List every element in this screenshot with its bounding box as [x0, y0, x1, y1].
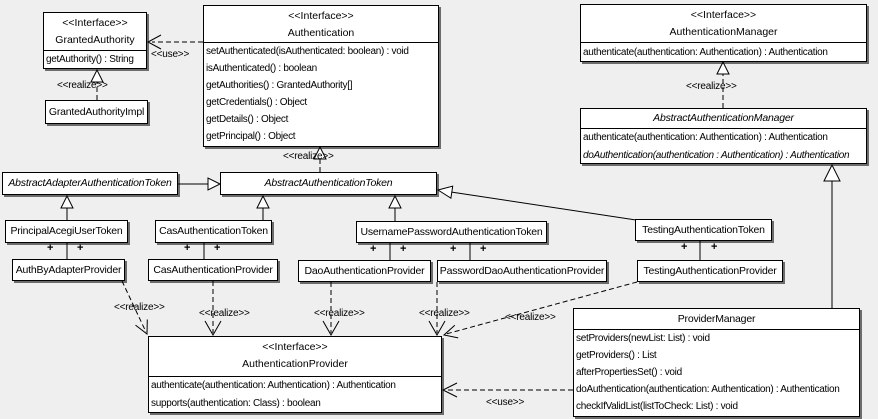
class-name: PrincipalAcegiUserToken — [10, 225, 123, 237]
class-testing-authentication-provider[interactable]: TestingAuthenticationProvider — [637, 260, 783, 282]
realize-label: <<realize>> — [686, 81, 737, 92]
class-principal-acegi-user-token[interactable]: PrincipalAcegiUserToken — [5, 220, 128, 243]
realize-arrow-abstractauthenticationmanager-to-authenticationmanager — [716, 60, 730, 108]
generalization-casauthenticationtoken — [256, 194, 270, 220]
method-label: getProviders() : List — [576, 350, 657, 361]
realize-arrow-daoauthenticationprovider — [322, 282, 340, 337]
class-auth-by-adapter-provider[interactable]: AuthByAdapterProvider — [12, 259, 125, 281]
class-dao-authentication-provider[interactable]: DaoAuthenticationProvider — [298, 260, 431, 282]
class-granted-authority[interactable]: <<Interface>> GrantedAuthority getAuthor… — [43, 12, 147, 69]
association-plus: + — [77, 242, 84, 254]
class-authentication[interactable]: <<Interface>> Authentication setAuthenti… — [203, 5, 439, 147]
class-testing-authentication-token[interactable]: TestingAuthenticationToken — [635, 219, 772, 241]
use-label: <<use>> — [151, 49, 190, 60]
realize-label: <<realize>> — [57, 80, 108, 91]
class-granted-authority-impl[interactable]: GrantedAuthorityImpl — [45, 100, 148, 124]
class-name: AbstractAuthenticationManager — [581, 109, 866, 129]
association-token-provider-lines — [66, 241, 701, 260]
method-label: getCredentials() : Object — [206, 97, 307, 108]
class-name: AbstractAdapterAuthenticationToken — [8, 177, 172, 189]
class-name: TestingAuthenticationToken — [642, 224, 765, 236]
method-label: getAuthorities() : GrantedAuthority[] — [206, 80, 353, 91]
stereotype-label: <<Interface>> — [62, 17, 128, 29]
stereotype-label: <<Interface>> — [288, 10, 354, 22]
class-name: GrantedAuthority — [55, 34, 135, 46]
class-name: UsernamePasswordAuthenticationToken — [360, 226, 543, 238]
realize-arrow-authbyadapterprovider — [121, 280, 148, 336]
realize-label: <<realize>> — [283, 151, 334, 162]
class-name: AbstractAuthenticationToken — [264, 177, 393, 189]
class-provider-manager[interactable]: ProviderManager setProviders(newList: Li… — [573, 308, 860, 417]
method-label: setAuthenticated(isAuthenticated: boolea… — [206, 46, 409, 57]
class-cas-authentication-provider[interactable]: CasAuthenticationProvider — [148, 259, 278, 281]
association-plus: + — [681, 241, 688, 253]
realize-arrow-abstractauthenticationtoken-to-authentication — [313, 145, 327, 172]
generalization-usernamepasswordtoken — [388, 194, 402, 221]
realize-arrow-passworddaoauthenticationprovider — [428, 282, 446, 337]
use-label: <<use>> — [486, 397, 525, 408]
method-label: authenticate(authentication: Authenticat… — [151, 380, 396, 391]
class-abstract-authentication-manager[interactable]: AbstractAuthenticationManager authentica… — [580, 108, 867, 164]
realize-label: <<realize>> — [505, 312, 556, 323]
method-label: supports(authentication: Class) : boolea… — [151, 398, 321, 409]
association-plus: + — [711, 241, 718, 253]
use-arrow-providermanager-to-authenticationprovider — [441, 382, 573, 398]
class-name: AuthenticationManager — [669, 26, 778, 38]
class-abstract-adapter-authentication-token[interactable]: AbstractAdapterAuthenticationToken — [2, 172, 178, 195]
method-label: authenticate(authentication: Authenticat… — [583, 47, 828, 58]
class-name: CasAuthenticationProvider — [153, 264, 273, 276]
realize-arrow-testingauthenticationprovider — [442, 281, 638, 339]
method-label: getDetails() : Object — [206, 114, 289, 125]
class-name: DaoAuthenticationProvider — [304, 265, 425, 277]
generalization-abstractadapter-to-abstractauthenticationtoken — [178, 177, 222, 191]
method-label: isAuthenticated() : boolean — [206, 63, 317, 74]
class-name: ProviderManager — [574, 309, 859, 330]
class-authentication-provider[interactable]: <<Interface>> AuthenticationProvider aut… — [148, 336, 442, 413]
association-plus: + — [480, 243, 487, 255]
class-name: TestingAuthenticationProvider — [643, 265, 777, 277]
generalization-testingauthenticationtoken — [436, 185, 637, 221]
association-plus: + — [47, 242, 54, 254]
class-name: PasswordDaoAuthenticationProvider — [439, 265, 605, 277]
class-name: Authentication — [287, 27, 355, 39]
stereotype-label: <<Interface>> — [262, 341, 328, 353]
association-plus: + — [400, 243, 407, 255]
realize-label: <<realize>> — [114, 302, 165, 313]
realize-label: <<realize>> — [314, 308, 365, 319]
method-label: getAuthority() : String — [46, 54, 134, 65]
class-name: AuthenticationProvider — [242, 358, 348, 370]
association-plus: + — [450, 243, 457, 255]
association-plus: + — [184, 242, 191, 254]
class-username-password-authentication-token[interactable]: UsernamePasswordAuthenticationToken — [356, 221, 547, 243]
realize-arrow-grantedauthorityimpl-to-grantedauthority — [90, 68, 104, 100]
class-authentication-manager[interactable]: <<Interface>> AuthenticationManager auth… — [580, 4, 867, 62]
generalization-providermanager-to-abstractauthenticationmanager — [823, 163, 841, 308]
class-name: AuthByAdapterProvider — [15, 264, 122, 276]
method-label: doAuthentication(authentication: Authent… — [576, 384, 840, 395]
realize-label: <<realize>> — [419, 308, 470, 319]
class-password-dao-authentication-provider[interactable]: PasswordDaoAuthenticationProvider — [437, 260, 607, 282]
use-arrow-authentication-to-grantedauthority — [146, 34, 203, 50]
method-label: checkIfValidList(listToCheck: List) : vo… — [576, 401, 738, 412]
method-label: afterPropertiesSet() : void — [576, 367, 682, 378]
realize-arrow-casauthenticationprovider — [204, 281, 222, 337]
class-cas-authentication-token[interactable]: CasAuthenticationToken — [155, 220, 272, 243]
method-label: authenticate(authentication: Authenticat… — [583, 132, 828, 143]
class-name: CasAuthenticationToken — [159, 225, 268, 237]
generalization-principalacegiusertoken — [60, 194, 74, 220]
association-plus: + — [370, 243, 377, 255]
association-plus: + — [214, 242, 221, 254]
method-label: doAuthentication(authentication : Authen… — [583, 150, 850, 161]
method-label: getPrincipal() : Object — [206, 131, 296, 142]
stereotype-label: <<Interface>> — [690, 9, 757, 21]
class-name: GrantedAuthorityImpl — [48, 106, 145, 118]
realize-label: <<realize>> — [199, 308, 250, 319]
class-abstract-authentication-token[interactable]: AbstractAuthenticationToken — [220, 172, 437, 195]
method-label: setProviders(newList: List) : void — [576, 333, 710, 344]
